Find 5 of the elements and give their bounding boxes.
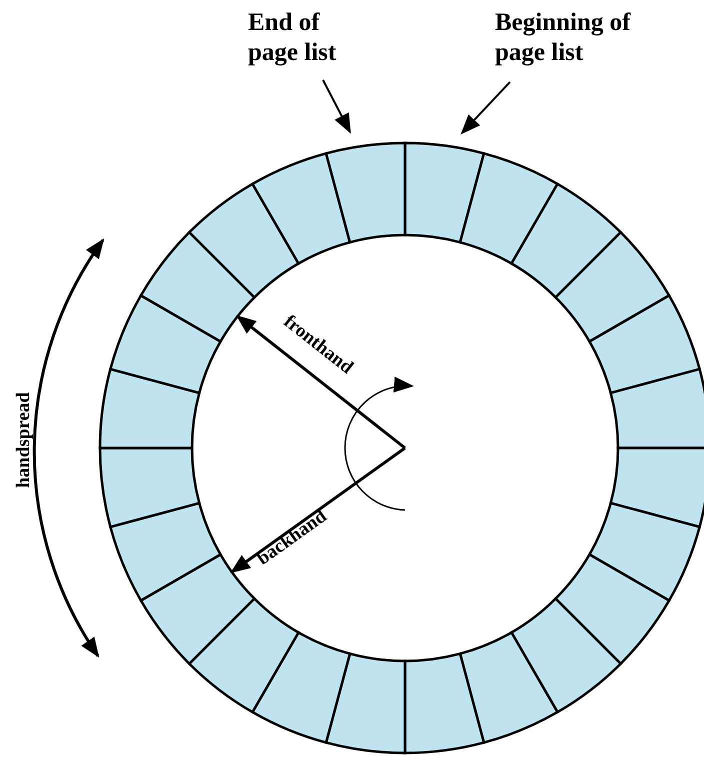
callout-text: End of page list bbox=[248, 8, 360, 68]
callout-text: Beginning of page list bbox=[495, 8, 635, 68]
span-label: handspread bbox=[12, 392, 35, 488]
leader-arrow bbox=[460, 81, 511, 134]
leader-arrow bbox=[322, 80, 351, 134]
